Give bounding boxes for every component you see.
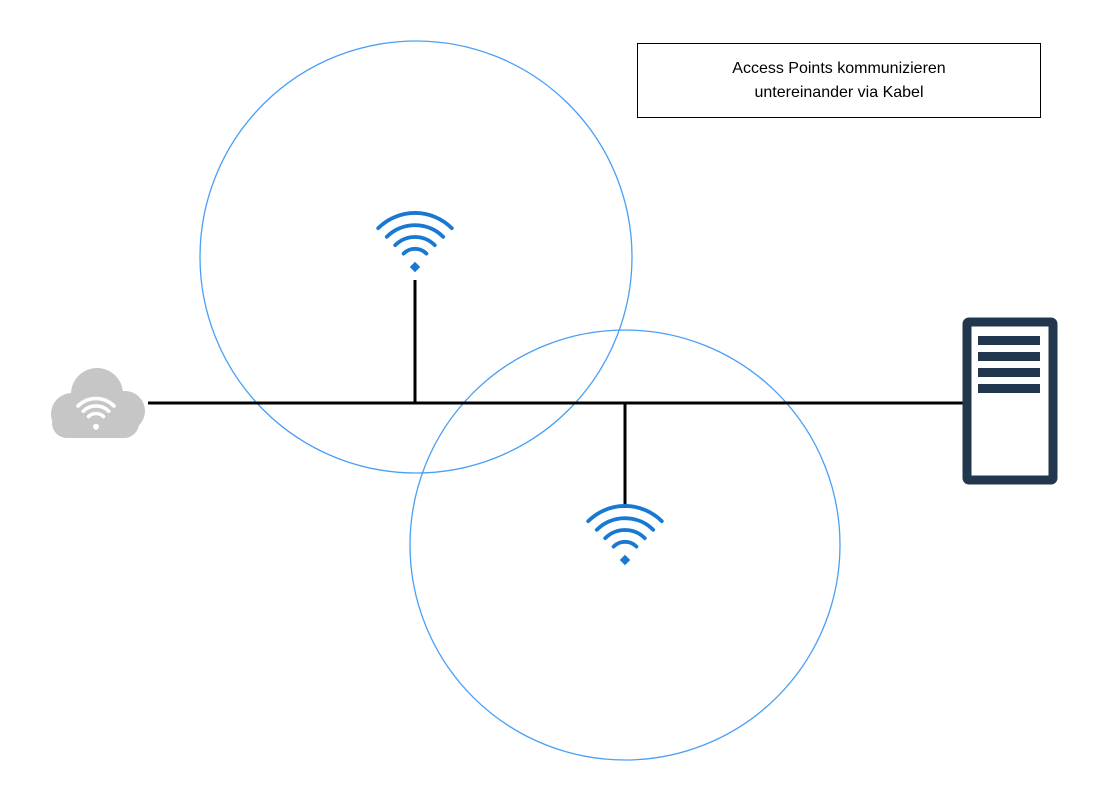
- access-point-1-icon: [376, 211, 454, 275]
- cloud-internet-icon: [51, 368, 145, 438]
- coverage-area-circle-1: [199, 40, 633, 474]
- server-slot-2: [978, 352, 1040, 361]
- server-slot-1: [978, 336, 1040, 345]
- server-slot-4: [978, 384, 1040, 393]
- access-point-2-icon: [586, 504, 664, 568]
- annotation-line-2: untereinander via Kabel: [754, 83, 924, 101]
- server-body: [962, 317, 1058, 485]
- cloud-shape: [51, 368, 145, 438]
- server-slot-3: [978, 368, 1040, 377]
- coverage-area-circle-2: [409, 329, 841, 761]
- server-icon: [962, 317, 1058, 485]
- annotation-box: Access Points kommunizieren untereinande…: [637, 43, 1041, 118]
- annotation-line-1: Access Points kommunizieren: [732, 60, 946, 78]
